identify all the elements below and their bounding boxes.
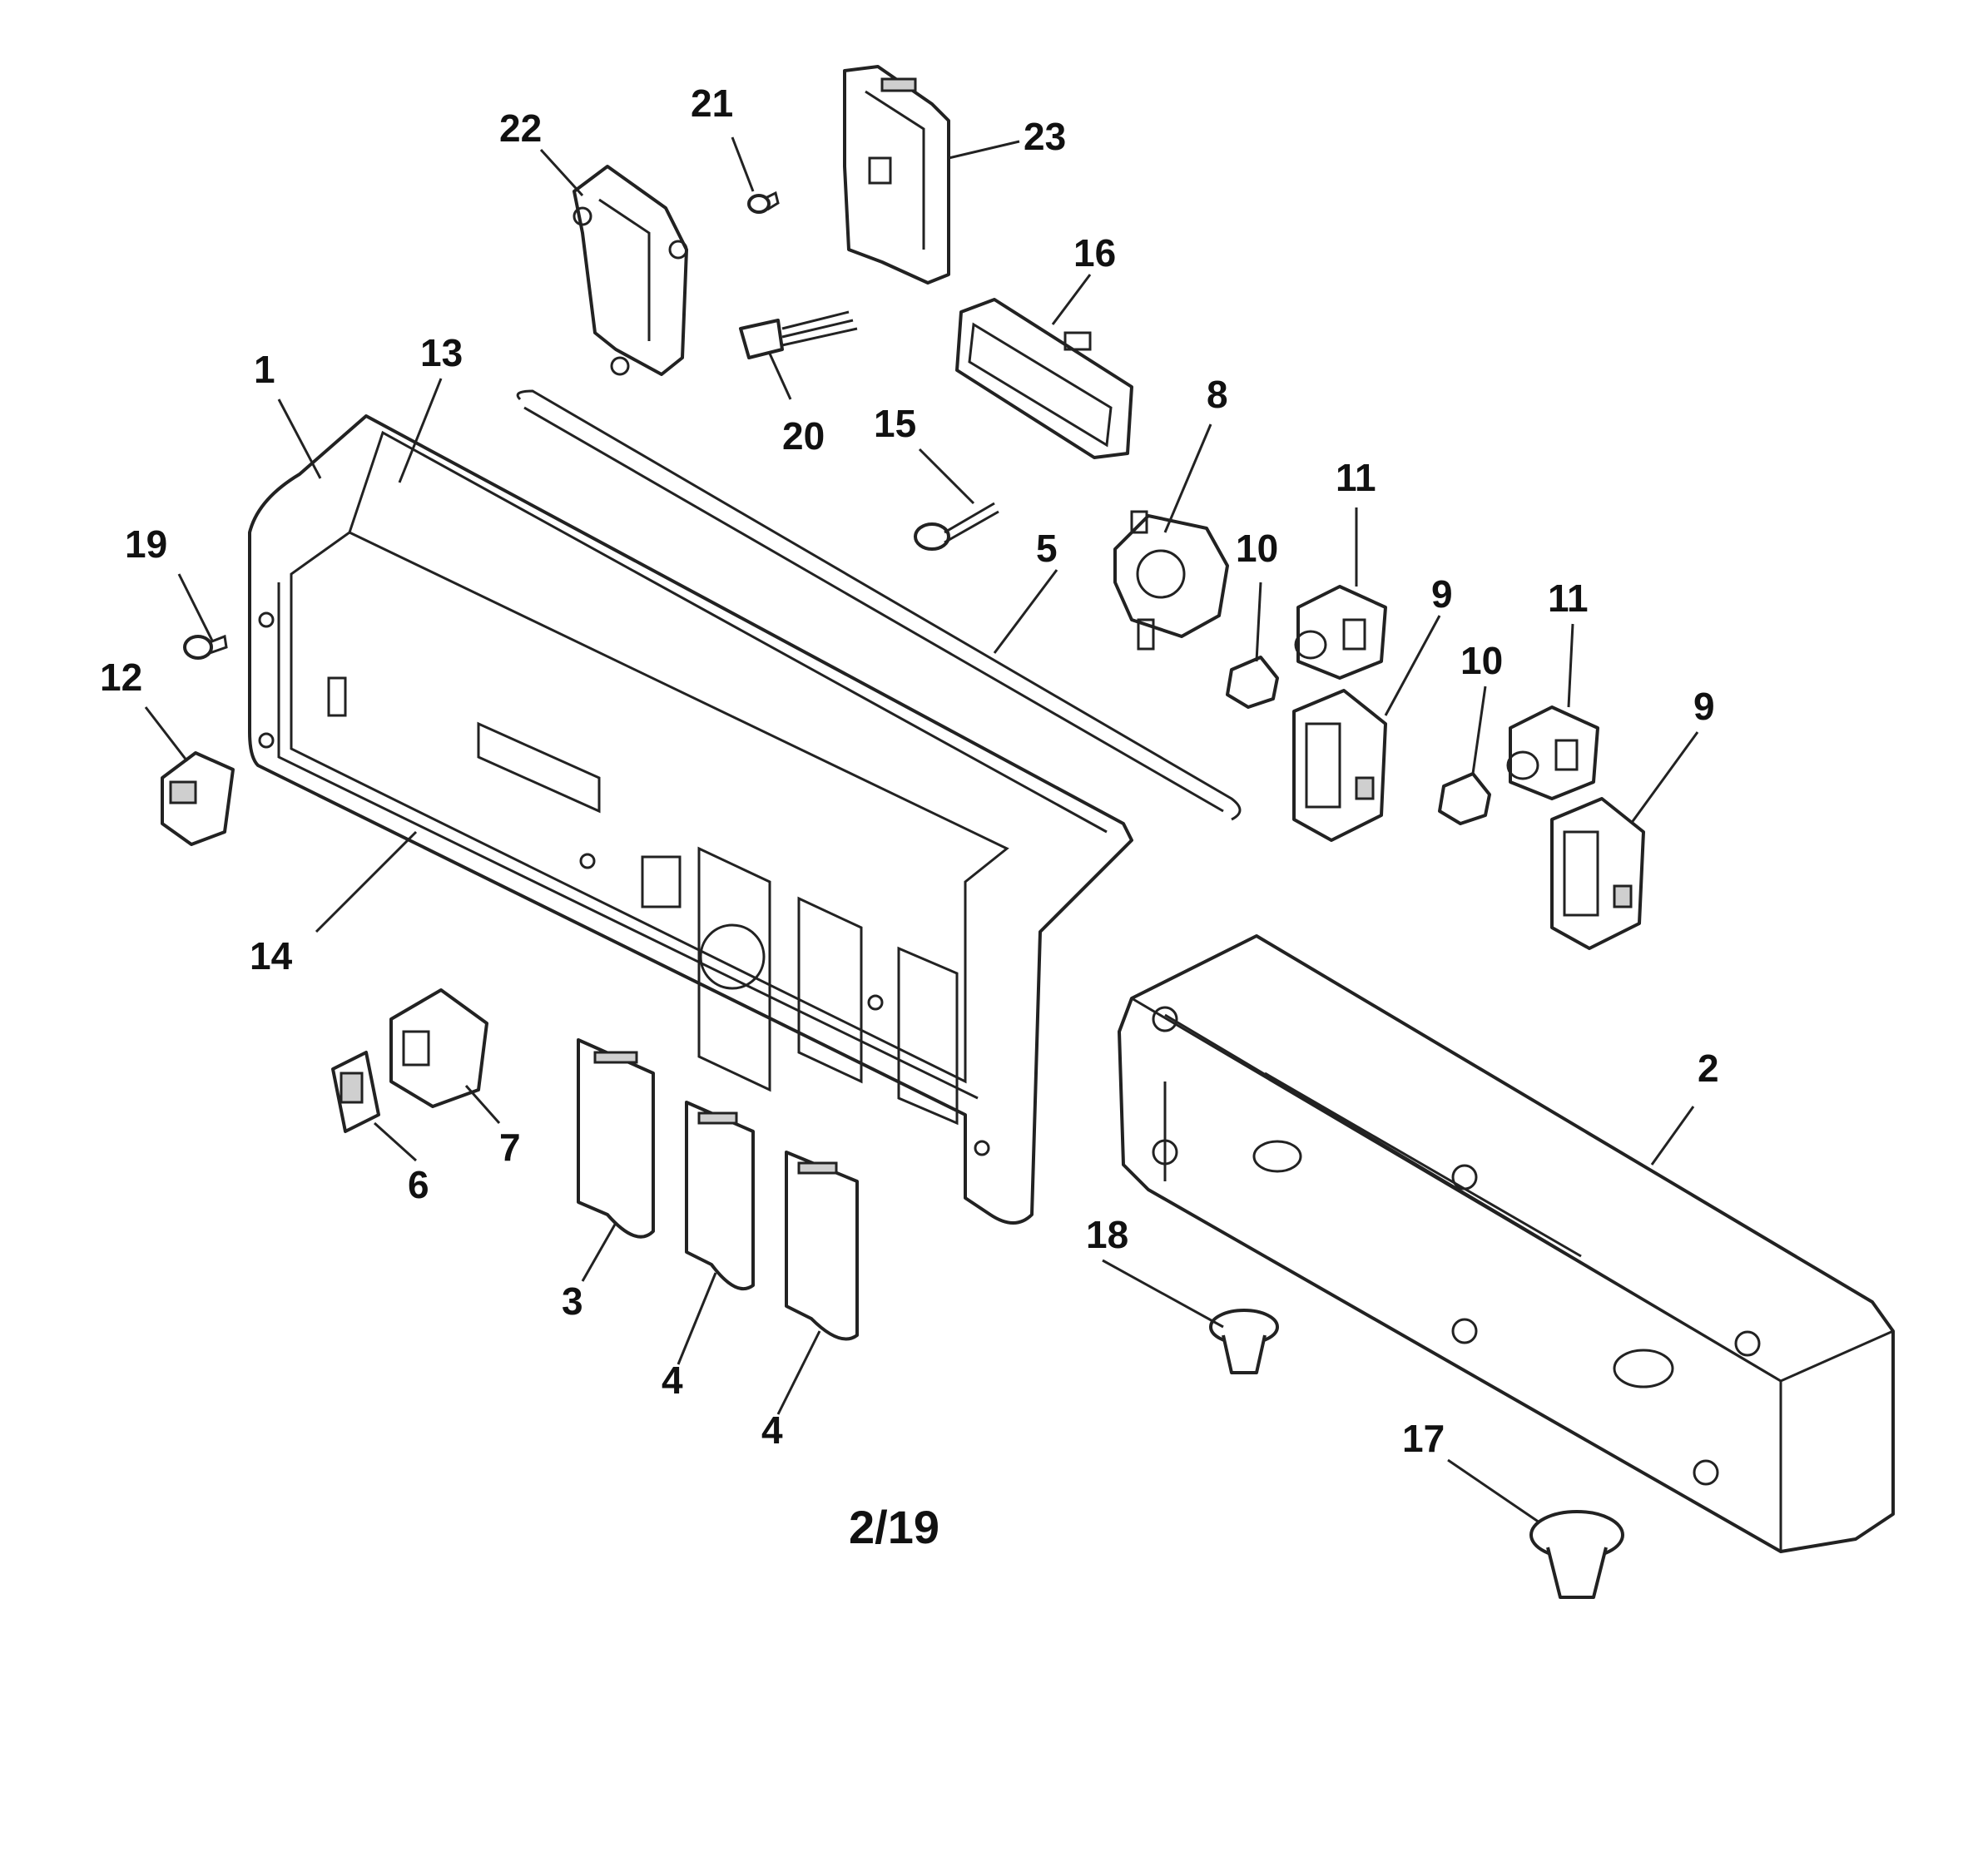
callout-11a: 11 bbox=[1336, 456, 1376, 499]
callout-23: 23 bbox=[1024, 115, 1066, 158]
part-breaker-11a bbox=[1294, 585, 1387, 680]
part-switch-7 bbox=[389, 988, 488, 1108]
callout-14: 14 bbox=[250, 934, 293, 978]
callout-3: 3 bbox=[562, 1280, 583, 1323]
callout-15: 15 bbox=[874, 402, 916, 445]
callout-2: 2 bbox=[1698, 1047, 1719, 1090]
part-receptacle-9a bbox=[1292, 689, 1387, 842]
part-bracket-22 bbox=[573, 165, 688, 376]
leader-lines bbox=[144, 136, 1699, 1524]
part-cap-10a bbox=[1226, 656, 1279, 709]
part-switch-12 bbox=[161, 751, 235, 846]
callout-19: 19 bbox=[125, 522, 167, 566]
part-plug-21 bbox=[747, 191, 780, 214]
callout-1: 1 bbox=[254, 348, 275, 391]
callout-10b: 10 bbox=[1460, 639, 1503, 682]
part-receptacle-9b bbox=[1550, 797, 1645, 950]
callout-20: 20 bbox=[782, 414, 825, 458]
callout-8: 8 bbox=[1207, 373, 1228, 416]
part-breaker-11b bbox=[1506, 705, 1599, 800]
callout-12: 12 bbox=[100, 656, 142, 699]
callout-17: 17 bbox=[1402, 1417, 1445, 1460]
callout-7: 7 bbox=[499, 1126, 521, 1169]
callout-4b: 4 bbox=[761, 1408, 783, 1452]
part-cover-4a bbox=[685, 1101, 755, 1290]
part-harness-20 bbox=[739, 310, 858, 359]
callout-9a: 9 bbox=[1431, 572, 1453, 616]
part-cap-10b bbox=[1438, 772, 1491, 825]
callout-4a: 4 bbox=[662, 1359, 683, 1402]
page-label: 2/19 bbox=[849, 1501, 939, 1553]
callout-10a: 10 bbox=[1236, 527, 1278, 570]
callout-11b: 11 bbox=[1548, 577, 1589, 620]
part-connector-15 bbox=[914, 502, 999, 551]
callout-22: 22 bbox=[499, 106, 542, 150]
part-outlet-8 bbox=[1113, 510, 1229, 651]
callout-5: 5 bbox=[1036, 527, 1058, 570]
callout-16: 16 bbox=[1073, 231, 1116, 275]
part-cover-4b bbox=[785, 1151, 859, 1341]
callout-labels: 1 2 3 4 4 5 6 7 8 9 9 10 10 11 11 12 13 … bbox=[100, 82, 1719, 1460]
part-switch-6 bbox=[331, 1051, 380, 1133]
part-bushing-17 bbox=[1529, 1510, 1624, 1599]
callout-9b: 9 bbox=[1693, 685, 1715, 728]
part-gasket-strip bbox=[516, 389, 1242, 821]
part-control-panel bbox=[248, 414, 1133, 1225]
callout-18: 18 bbox=[1086, 1213, 1128, 1256]
part-bushing-18 bbox=[1209, 1309, 1279, 1374]
part-cover-3 bbox=[577, 1038, 655, 1239]
callout-13: 13 bbox=[420, 331, 463, 374]
part-rear-box bbox=[1118, 934, 1895, 1553]
part-screw-19 bbox=[183, 634, 228, 660]
callout-21: 21 bbox=[691, 82, 733, 125]
callout-6: 6 bbox=[408, 1163, 429, 1206]
part-circuit-board-23 bbox=[843, 65, 950, 285]
part-display-16 bbox=[955, 298, 1133, 459]
